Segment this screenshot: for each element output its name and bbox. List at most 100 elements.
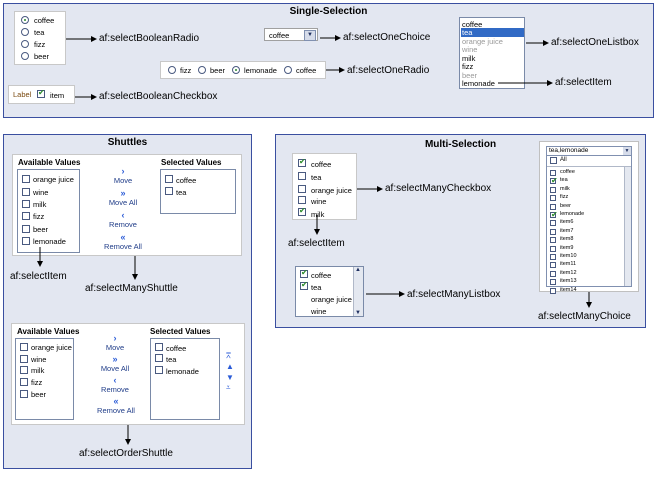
list-item[interactable]: orange juice [33,175,74,184]
choice-item-label[interactable]: item6 [560,219,574,226]
move-all-button[interactable]: »Move All [95,355,135,374]
choice-item-label[interactable]: item7 [560,227,574,234]
choice-checkbox[interactable] [550,195,556,202]
move-down-icon[interactable]: ▼ [226,373,234,382]
radio-tea[interactable] [21,28,29,36]
checkbox[interactable] [155,343,163,351]
checkbox[interactable] [298,196,306,204]
list-item[interactable]: milk [462,54,476,63]
checkbox-all[interactable] [550,157,557,164]
move-button[interactable]: ›Move [103,167,143,186]
choice-checkbox[interactable] [550,176,558,185]
checkbox[interactable] [20,355,28,363]
scrollbar[interactable] [624,166,631,286]
choice-checkbox[interactable] [550,228,556,235]
radio-fizz[interactable] [168,66,176,74]
list-item[interactable]: wine [31,355,47,364]
move-all-button[interactable]: »Move All [103,189,143,208]
list-item[interactable]: fizz [31,378,43,387]
move-up-icon[interactable]: ▲ [226,362,234,371]
many-choice-list[interactable] [546,155,632,287]
checkbox[interactable] [20,366,28,374]
move-button[interactable]: ›Move [95,334,135,353]
choice-checkbox[interactable] [550,186,556,193]
choice-item-label[interactable]: item13 [560,278,577,285]
choice-checkbox[interactable] [550,220,556,227]
choice-item-label[interactable]: tea [560,177,568,184]
scroll-down-icon[interactable]: ▼ [355,310,361,316]
choice-item-label[interactable]: milk [560,185,570,192]
move-top-icon[interactable]: ⩞ [226,351,231,360]
radio-beer[interactable] [198,66,206,74]
checkbox[interactable] [298,185,306,193]
selected-list[interactable] [150,338,220,420]
list-item[interactable]: tea [166,355,177,364]
remove-button[interactable]: ‹Remove [95,376,135,395]
checkbox[interactable] [298,157,306,167]
list-item-selected[interactable]: tea [461,28,524,37]
checkbox[interactable] [22,200,30,208]
choice-item-label[interactable]: beer [560,202,572,209]
list-item[interactable]: fizz [462,62,474,71]
list-item[interactable]: wine [33,188,49,197]
scrollbar[interactable]: ▲ ▼ [353,267,363,316]
radio-lemonade[interactable] [232,66,240,74]
list-item[interactable]: lemonade [33,237,66,246]
choice-item-label[interactable]: item11 [560,261,577,268]
choice-checkbox[interactable] [550,279,556,286]
list-item[interactable]: orange juice [31,343,72,352]
chevron-down-icon[interactable]: ▼ [623,147,631,155]
checkbox[interactable] [22,212,30,220]
choice-item-label[interactable]: item10 [560,253,577,259]
list-item[interactable]: lemonade [166,367,199,376]
list-item[interactable]: lemonade [462,79,495,88]
choice-checkbox[interactable] [550,254,556,260]
radio-coffee[interactable] [21,16,29,24]
radio-beer[interactable] [21,52,29,60]
checkbox[interactable] [298,172,306,180]
choice-item-label[interactable]: coffee [560,169,575,175]
list-item[interactable]: fizz [33,212,45,221]
checkbox[interactable] [22,188,30,196]
choice-item-label[interactable]: item9 [560,244,574,251]
checkbox[interactable] [300,268,308,278]
scroll-up-icon[interactable]: ▲ [355,267,361,273]
radio-fizz[interactable] [21,40,29,48]
checkbox[interactable] [298,206,306,216]
checkbox[interactable] [22,225,30,233]
checkbox[interactable] [155,354,163,362]
list-item[interactable]: coffee [176,176,197,185]
list-item[interactable]: wine [462,45,478,54]
list-item[interactable]: coffee [166,344,187,353]
list-item[interactable]: coffee [311,271,332,280]
choice-checkbox[interactable] [550,245,556,252]
choice-checkbox[interactable] [550,210,558,219]
list-item[interactable]: milk [31,366,45,375]
boolean-checkbox[interactable] [37,88,45,98]
choice-item-label[interactable]: fizz [560,194,569,201]
checkbox[interactable] [165,187,173,195]
choice-checkbox[interactable] [550,287,556,294]
list-item[interactable]: orange juice [462,37,503,46]
list-item[interactable]: milk [33,200,47,209]
choice-item-label[interactable]: item14 [560,286,577,293]
list-item[interactable]: beer [33,225,49,234]
list-item[interactable]: wine [311,307,327,316]
checkbox[interactable] [20,343,28,351]
list-item[interactable]: tea [311,283,322,292]
choice-checkbox[interactable] [550,270,556,277]
checkbox[interactable] [300,280,308,290]
checkbox[interactable] [155,366,163,374]
checkbox[interactable] [165,175,173,183]
choice-checkbox[interactable] [550,237,556,244]
list-item[interactable]: orange juice [311,295,352,304]
checkbox[interactable] [22,237,30,245]
one-choice-dropdown[interactable]: coffee ▼ [264,28,318,41]
checkbox[interactable] [20,390,28,398]
choice-item-label[interactable]: item8 [560,236,574,243]
remove-all-button[interactable]: «Remove All [100,233,146,252]
one-listbox[interactable]: coffee tea orange juice wine milk fizz b… [459,17,525,89]
radio-coffee[interactable] [284,66,292,74]
choice-item-label[interactable]: item12 [560,269,577,276]
choice-item-label[interactable]: lemonade [560,211,585,217]
